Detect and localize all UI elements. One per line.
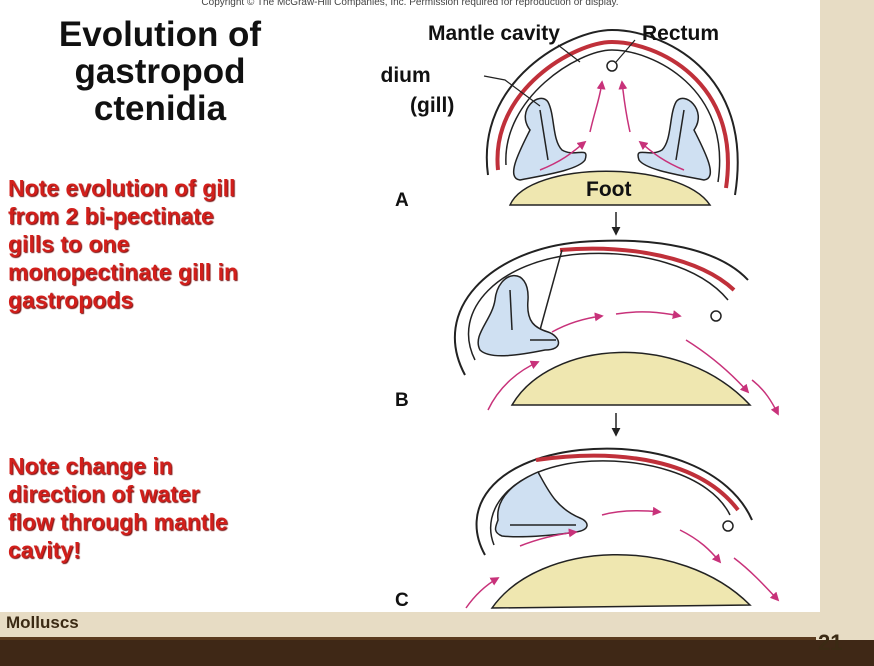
foot-a bbox=[508, 170, 712, 206]
flow-arrow bbox=[551, 312, 604, 333]
note-water-flow: Note change in direction of water flow t… bbox=[8, 452, 338, 564]
page-number: 21 bbox=[818, 630, 843, 655]
mantle-inner-b bbox=[467, 252, 729, 361]
label-foot: Foot bbox=[586, 178, 631, 201]
note-line: from 2 bi-pectinate bbox=[8, 203, 214, 229]
flow-arrow bbox=[519, 528, 578, 547]
flow-arrow bbox=[539, 140, 587, 171]
footer-bar bbox=[0, 640, 874, 666]
flow-arrow bbox=[685, 339, 750, 394]
title-line: Evolution of bbox=[58, 15, 262, 54]
gill-b bbox=[477, 274, 560, 357]
mantle-red-a bbox=[495, 39, 730, 189]
flow-arrow bbox=[618, 80, 631, 133]
flow-arrow bbox=[601, 506, 662, 516]
leader-rectum bbox=[615, 39, 636, 63]
footer-section-label: Molluscs bbox=[6, 613, 79, 632]
mantle-outline-c bbox=[475, 447, 753, 556]
note-line: monopectinate gill in bbox=[8, 259, 239, 285]
label-gill: (gill) bbox=[410, 94, 454, 117]
foot-c bbox=[490, 554, 752, 609]
slide: Copyright © The McGraw-Hill Companies, I… bbox=[0, 0, 820, 612]
note-line: Note evolution of gill bbox=[8, 175, 236, 201]
gastropod-ctenidia-diagram: Mantle cavity Rectum Ctenidium (gill) Fo… bbox=[380, 22, 780, 610]
mantle-inner-a bbox=[505, 49, 721, 183]
mantle-red-c bbox=[535, 453, 740, 512]
mantle-outline-a bbox=[485, 28, 739, 196]
flow-arrow bbox=[679, 529, 722, 564]
mantle-outline-b bbox=[453, 239, 749, 376]
gill-axis-right-a bbox=[675, 109, 685, 161]
label-stage-b: B bbox=[395, 390, 409, 411]
note-gill-evolution: Note evolution of gill from 2 bi-pectina… bbox=[8, 174, 348, 314]
footer-divider bbox=[0, 637, 816, 640]
rectum-b bbox=[710, 310, 722, 322]
stage-c-diagram bbox=[465, 447, 780, 609]
mantle-inner-c bbox=[489, 460, 731, 546]
slide-title: Evolution of gastropod ctenidia bbox=[18, 16, 302, 127]
title-line: ctenidia bbox=[93, 89, 227, 128]
label-rectum: Rectum bbox=[642, 22, 719, 45]
flow-arrow bbox=[751, 379, 779, 416]
label-mantle-cavity: Mantle cavity bbox=[428, 22, 560, 45]
note-line: Note change in bbox=[8, 453, 173, 479]
flow-arrow bbox=[487, 360, 540, 411]
flow-arrow bbox=[615, 310, 682, 320]
gill-right-a bbox=[637, 97, 712, 181]
note-line: flow through mantle bbox=[8, 509, 228, 535]
flow-arrow bbox=[589, 80, 606, 133]
label-ctenidium: Ctenidium bbox=[380, 64, 431, 87]
rectum-a bbox=[606, 60, 618, 72]
gill-axis-left-a bbox=[539, 109, 549, 161]
flow-arrow bbox=[638, 140, 685, 171]
stage-b-diagram bbox=[453, 239, 779, 416]
label-stage-c: C bbox=[395, 590, 409, 610]
gill-left-a bbox=[512, 97, 587, 181]
title-line: gastropod bbox=[74, 52, 246, 91]
foot-b bbox=[510, 351, 752, 406]
flow-arrow bbox=[733, 557, 780, 602]
gill-axis-b bbox=[509, 289, 513, 331]
label-stage-a: A bbox=[395, 190, 409, 211]
mantle-red-b bbox=[559, 246, 736, 292]
note-line: direction of water bbox=[8, 481, 200, 507]
flow-arrow bbox=[465, 577, 500, 609]
leader-mantle-cavity bbox=[557, 44, 581, 63]
stage-a-diagram bbox=[483, 28, 739, 206]
note-line: gastropods bbox=[8, 287, 134, 313]
note-line: gills to one bbox=[8, 231, 130, 257]
note-line: cavity! bbox=[8, 537, 81, 563]
mantle-septum-b bbox=[539, 249, 563, 331]
leader-ctenidium bbox=[483, 75, 541, 107]
gill-c bbox=[494, 471, 588, 538]
copyright-notice: Copyright © The McGraw-Hill Companies, I… bbox=[201, 0, 619, 8]
rectum-c bbox=[722, 520, 734, 532]
